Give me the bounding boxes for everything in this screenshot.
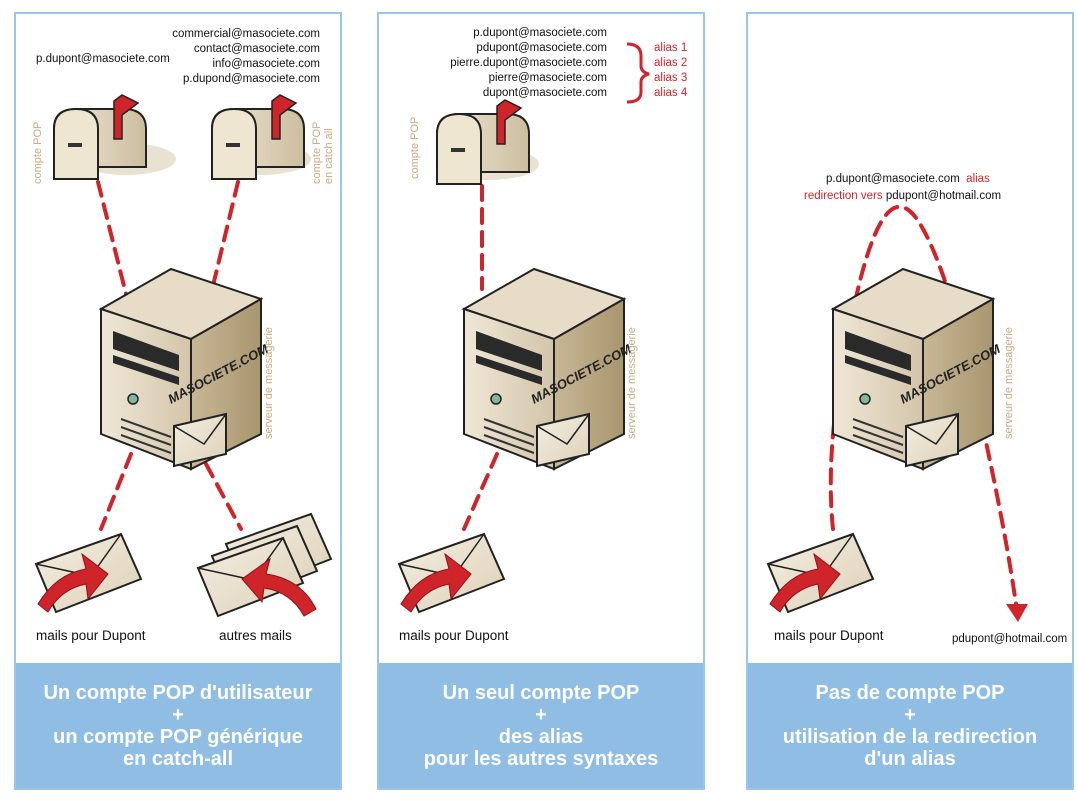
caption-right: autres mails [219,628,292,643]
alias-tag: alias 1 [654,42,688,54]
caption-right: pdupont@hotmail.com [952,633,1068,645]
footer-line: Un seul compte POP [442,681,640,704]
catchall-address: p.dupond@masociete.com [183,73,320,85]
catchall-address: commercial@masociete.com [172,28,320,40]
alias-tag: alias 4 [654,87,688,99]
footer-line: Un compte POP d'utilisateur [43,681,313,704]
mailbox-icon [211,94,305,180]
server-label: serveur de messagerie [1003,327,1015,439]
server-label: serveur de messagerie [263,327,275,439]
catchall-address: info@masociete.com [212,58,320,70]
mailbox-label: compte POP [409,116,421,179]
incoming-arrow-icon [37,552,109,613]
incoming-arrow-icon [769,552,841,613]
dashed-path-icon [462,184,499,531]
footer-line: Pas de compte POP [815,681,1005,704]
redirect-line: redirection vers pdupont@hotmail.com [804,189,1001,204]
user-address: p.dupont@masociete.com [36,53,170,65]
alias-address: p.dupont@masociete.com [473,27,607,39]
footer-line: d'un alias [864,747,956,770]
alias-address: pierre@masociete.com [488,72,607,84]
alias-address: pierre.dupont@masociete.com [450,57,607,69]
redirect-target: pdupont@hotmail.com [885,190,1002,202]
mailbox-icon [436,99,530,185]
caption-left: mails pour Dupont [36,628,146,643]
panel-footer: Un seul compte POP + des alias pour les … [379,663,703,788]
envelope-icon [536,412,590,468]
panel1-illustration: MASOCIETE.COM [34,94,333,618]
panel-redirection: MASOCIETE.COM p.dupont@masociete.com ali… [746,12,1074,790]
panel-pop-aliases: MASOCIETE.COM p.dupont@masociete.com pdu… [377,12,705,790]
envelope-icon [173,412,227,468]
incoming-arrow-icon [241,557,317,617]
footer-line: utilisation de la redirection [782,725,1038,748]
mailbox-label: en catch all [323,128,335,184]
server-label: serveur de messagerie [626,327,638,439]
redirect-prefix: redirection vers [804,190,883,202]
mailbox-label: compte POP [32,121,44,184]
panel2-illustration: MASOCIETE.COM [397,42,650,614]
alias-address: pdupont@masociete.com [476,42,607,54]
server-icon [830,267,996,471]
caption-left: mails pour Dupont [399,628,509,643]
footer-line: en catch-all [122,747,234,770]
alias-tag: alias 2 [654,57,688,69]
footer-line: + [172,703,184,726]
alias-tag: alias 3 [654,72,688,84]
panel-footer: Pas de compte POP + utilisation de la re… [748,663,1072,788]
panel-footer: Un compte POP d'utilisateur + un compte … [16,663,340,788]
footer-line: un compte POP générique [53,725,303,748]
mailbox-label: compte POP [311,121,323,184]
brace-icon [626,42,650,104]
arrow-head-icon [1006,604,1028,622]
server-icon [98,267,264,471]
incoming-arrow-icon [400,552,472,613]
alias-address: p.dupont@masociete.com [826,173,960,185]
footer-line: des alias [498,725,584,748]
catchall-address: contact@masociete.com [193,43,320,55]
panel-pop-catchall: MASOCIETE.COM p.dupont@masociete.com com… [14,12,342,790]
dashed-path-icon [96,180,243,531]
envelope-icon [905,412,959,468]
footer-line: + [535,703,547,726]
panel3-illustration: MASOCIETE.COM [766,204,1028,622]
alias-address: dupont@masociete.com [482,87,607,99]
alias-line: p.dupont@masociete.com alias [826,172,990,187]
mailbox-icon [53,94,147,180]
footer-line: + [904,703,916,726]
caption-left: mails pour Dupont [774,628,884,643]
footer-line: pour les autres syntaxes [423,747,659,770]
alias-tag: alias [966,173,990,185]
